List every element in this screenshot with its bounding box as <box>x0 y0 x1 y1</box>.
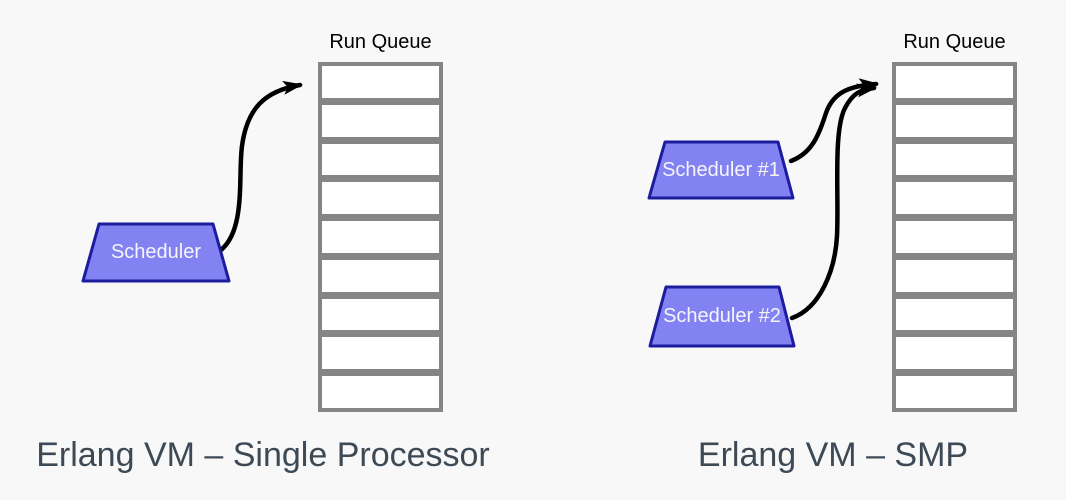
queue-cell <box>318 178 443 219</box>
left-diagram-caption: Erlang VM – Single Processor <box>36 436 490 474</box>
queue-cell <box>892 178 1017 219</box>
queue-cell <box>892 139 1017 180</box>
queue-cell <box>318 139 443 180</box>
scheduler2-arrow <box>789 83 877 321</box>
scheduler-trapezoid <box>81 222 231 283</box>
left-run-queue-title: Run Queue <box>329 31 432 53</box>
queue-cell <box>892 372 1017 413</box>
queue-cell <box>318 294 443 335</box>
queue-cell <box>318 372 443 413</box>
queue-cell <box>892 100 1017 141</box>
scheduler2-label: Scheduler #2 <box>663 305 781 327</box>
queue-cell <box>892 217 1017 257</box>
scheduler1-arrow <box>788 78 879 164</box>
queue-cell <box>892 294 1017 335</box>
queue-cell <box>318 62 443 102</box>
queue-cell <box>892 62 1017 102</box>
queue-cell <box>318 333 443 374</box>
scheduler1-trapezoid <box>647 140 795 200</box>
queue-cell <box>318 255 443 296</box>
right-run-queue <box>892 62 1017 413</box>
right-run-queue-title: Run Queue <box>903 31 1006 53</box>
scheduler1-label: Scheduler #1 <box>662 159 780 181</box>
queue-cell <box>318 100 443 141</box>
left-run-queue <box>318 62 443 413</box>
right-diagram-caption: Erlang VM – SMP <box>697 436 969 474</box>
left-scheduler-arrow <box>218 80 303 253</box>
queue-cell <box>892 255 1017 296</box>
queue-cell <box>318 217 443 257</box>
queue-cell <box>892 333 1017 374</box>
scheduler-label: Scheduler <box>110 241 202 263</box>
scheduler2-trapezoid <box>648 285 796 348</box>
